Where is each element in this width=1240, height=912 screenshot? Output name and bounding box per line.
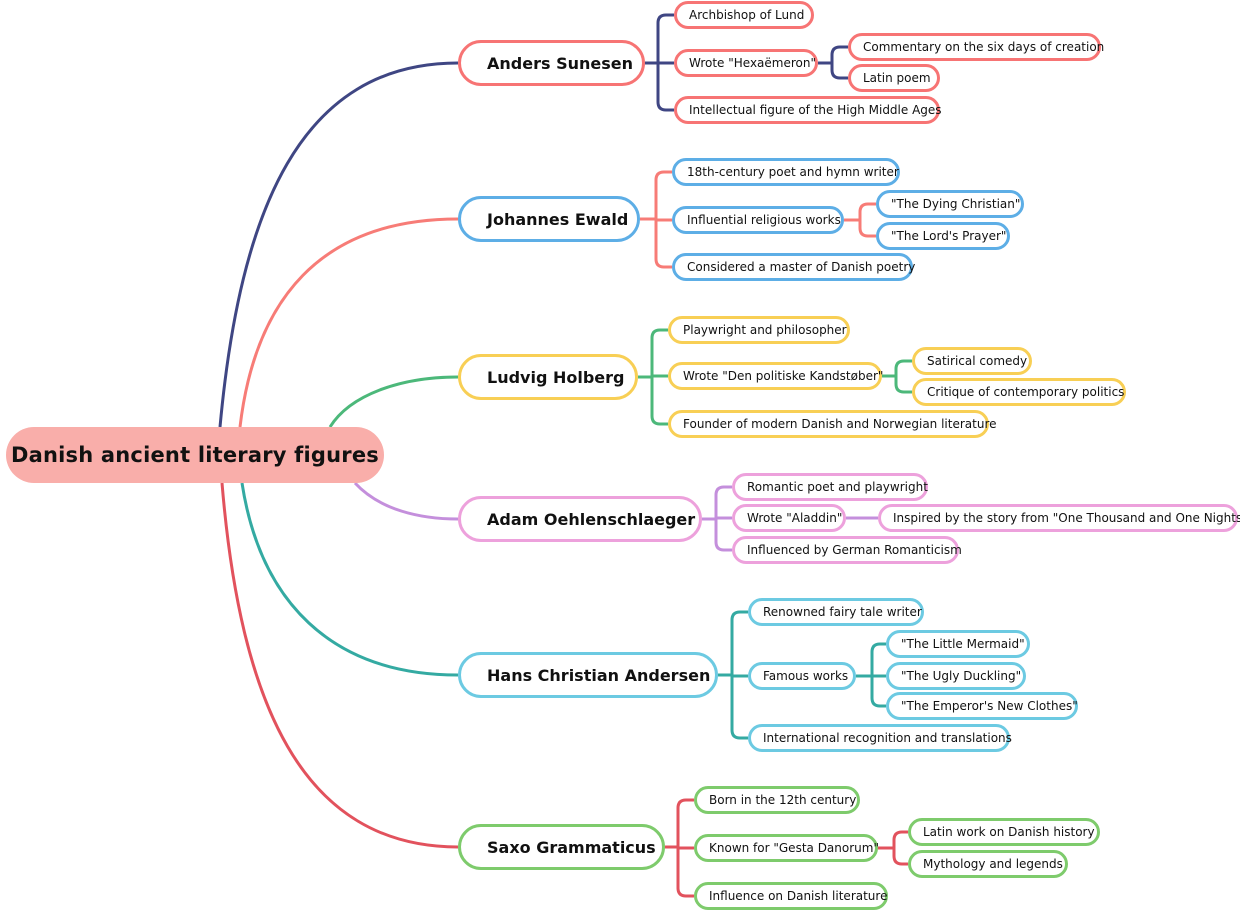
branch-5-links	[665, 798, 908, 898]
branch-3-links	[702, 485, 878, 552]
subtopic-fairy-tale-writer[interactable]: Renowned fairy tale writer	[748, 598, 924, 626]
subtopic-the-lords-prayer[interactable]: "The Lord's Prayer"	[876, 222, 1010, 250]
subtopic-latin-poem[interactable]: Latin poem	[848, 64, 940, 92]
subtopic-born-12th-century[interactable]: Born in the 12th century	[694, 786, 860, 814]
branch-2-links	[638, 328, 912, 426]
subtopic-critique-of-politics[interactable]: Critique of contemporary politics	[912, 378, 1126, 406]
topic-johannes-ewald[interactable]: Johannes Ewald	[458, 196, 640, 242]
subtopic-famous-works[interactable]: Famous works	[748, 662, 856, 690]
subtopic-satirical-comedy[interactable]: Satirical comedy	[912, 347, 1032, 375]
topic-anders-sunesen[interactable]: Anders Sunesen	[458, 40, 645, 86]
root-link-0	[218, 61, 459, 428]
subtopic-playwright-and-philosopher[interactable]: Playwright and philosopher	[668, 316, 850, 344]
branch-4-links	[718, 610, 886, 740]
subtopic-one-thousand-nights[interactable]: Inspired by the story from "One Thousand…	[878, 504, 1240, 532]
subtopic-18th-century-poet[interactable]: 18th-century poet and hymn writer	[672, 158, 900, 186]
subtopic-known-for-gesta-danorum[interactable]: Known for "Gesta Danorum"	[694, 834, 879, 862]
topic-hans-christian-andersen[interactable]: Hans Christian Andersen	[458, 652, 718, 698]
subtopic-commentary-six-days[interactable]: Commentary on the six days of creation	[848, 33, 1104, 61]
subtopic-romantic-poet[interactable]: Romantic poet and playwright	[732, 473, 928, 501]
root-link-1	[238, 217, 459, 428]
topic-adam-oehlenschlaeger[interactable]: Adam Oehlenschlaeger	[458, 496, 702, 542]
root-link-3	[353, 481, 459, 521]
subtopic-ugly-duckling[interactable]: "The Ugly Duckling"	[886, 662, 1026, 690]
root-link-4	[240, 482, 459, 677]
subtopic-the-dying-christian[interactable]: "The Dying Christian"	[876, 190, 1024, 218]
subtopic-mythology-and-legends[interactable]: Mythology and legends	[908, 850, 1068, 878]
subtopic-archbishop-of-lund[interactable]: Archbishop of Lund	[674, 1, 814, 29]
subtopic-wrote-aladdin[interactable]: Wrote "Aladdin"	[732, 504, 846, 532]
subtopic-little-mermaid[interactable]: "The Little Mermaid"	[886, 630, 1030, 658]
subtopic-emperors-new-clothes[interactable]: "The Emperor's New Clothes"	[886, 692, 1078, 720]
topic-ludvig-holberg[interactable]: Ludvig Holberg	[458, 354, 638, 400]
root-topic[interactable]: Danish ancient literary figures	[6, 427, 384, 483]
branch-0-links	[645, 13, 848, 112]
subtopic-influence-danish-literature[interactable]: Influence on Danish literature	[694, 882, 888, 910]
subtopic-wrote-hexaemeron[interactable]: Wrote "Hexaëmeron"	[674, 49, 818, 77]
subtopic-german-romanticism[interactable]: Influenced by German Romanticism	[732, 536, 962, 564]
subtopic-master-of-danish-poetry[interactable]: Considered a master of Danish poetry	[672, 253, 915, 281]
root-link-2	[328, 375, 459, 428]
subtopic-international-recognition[interactable]: International recognition and translatio…	[748, 724, 1012, 752]
topic-saxo-grammaticus[interactable]: Saxo Grammaticus	[458, 824, 665, 870]
subtopic-intellectual-figure[interactable]: Intellectual figure of the High Middle A…	[674, 96, 942, 124]
branch-1-links	[640, 170, 876, 269]
subtopic-latin-work-danish-history[interactable]: Latin work on Danish history	[908, 818, 1100, 846]
subtopic-wrote-den-politiske[interactable]: Wrote "Den politiske Kandstøber"	[668, 362, 883, 390]
subtopic-influential-religious-works[interactable]: Influential religious works	[672, 206, 844, 234]
subtopic-founder-modern-literature[interactable]: Founder of modern Danish and Norwegian l…	[668, 410, 997, 438]
root-link-5	[220, 482, 459, 849]
